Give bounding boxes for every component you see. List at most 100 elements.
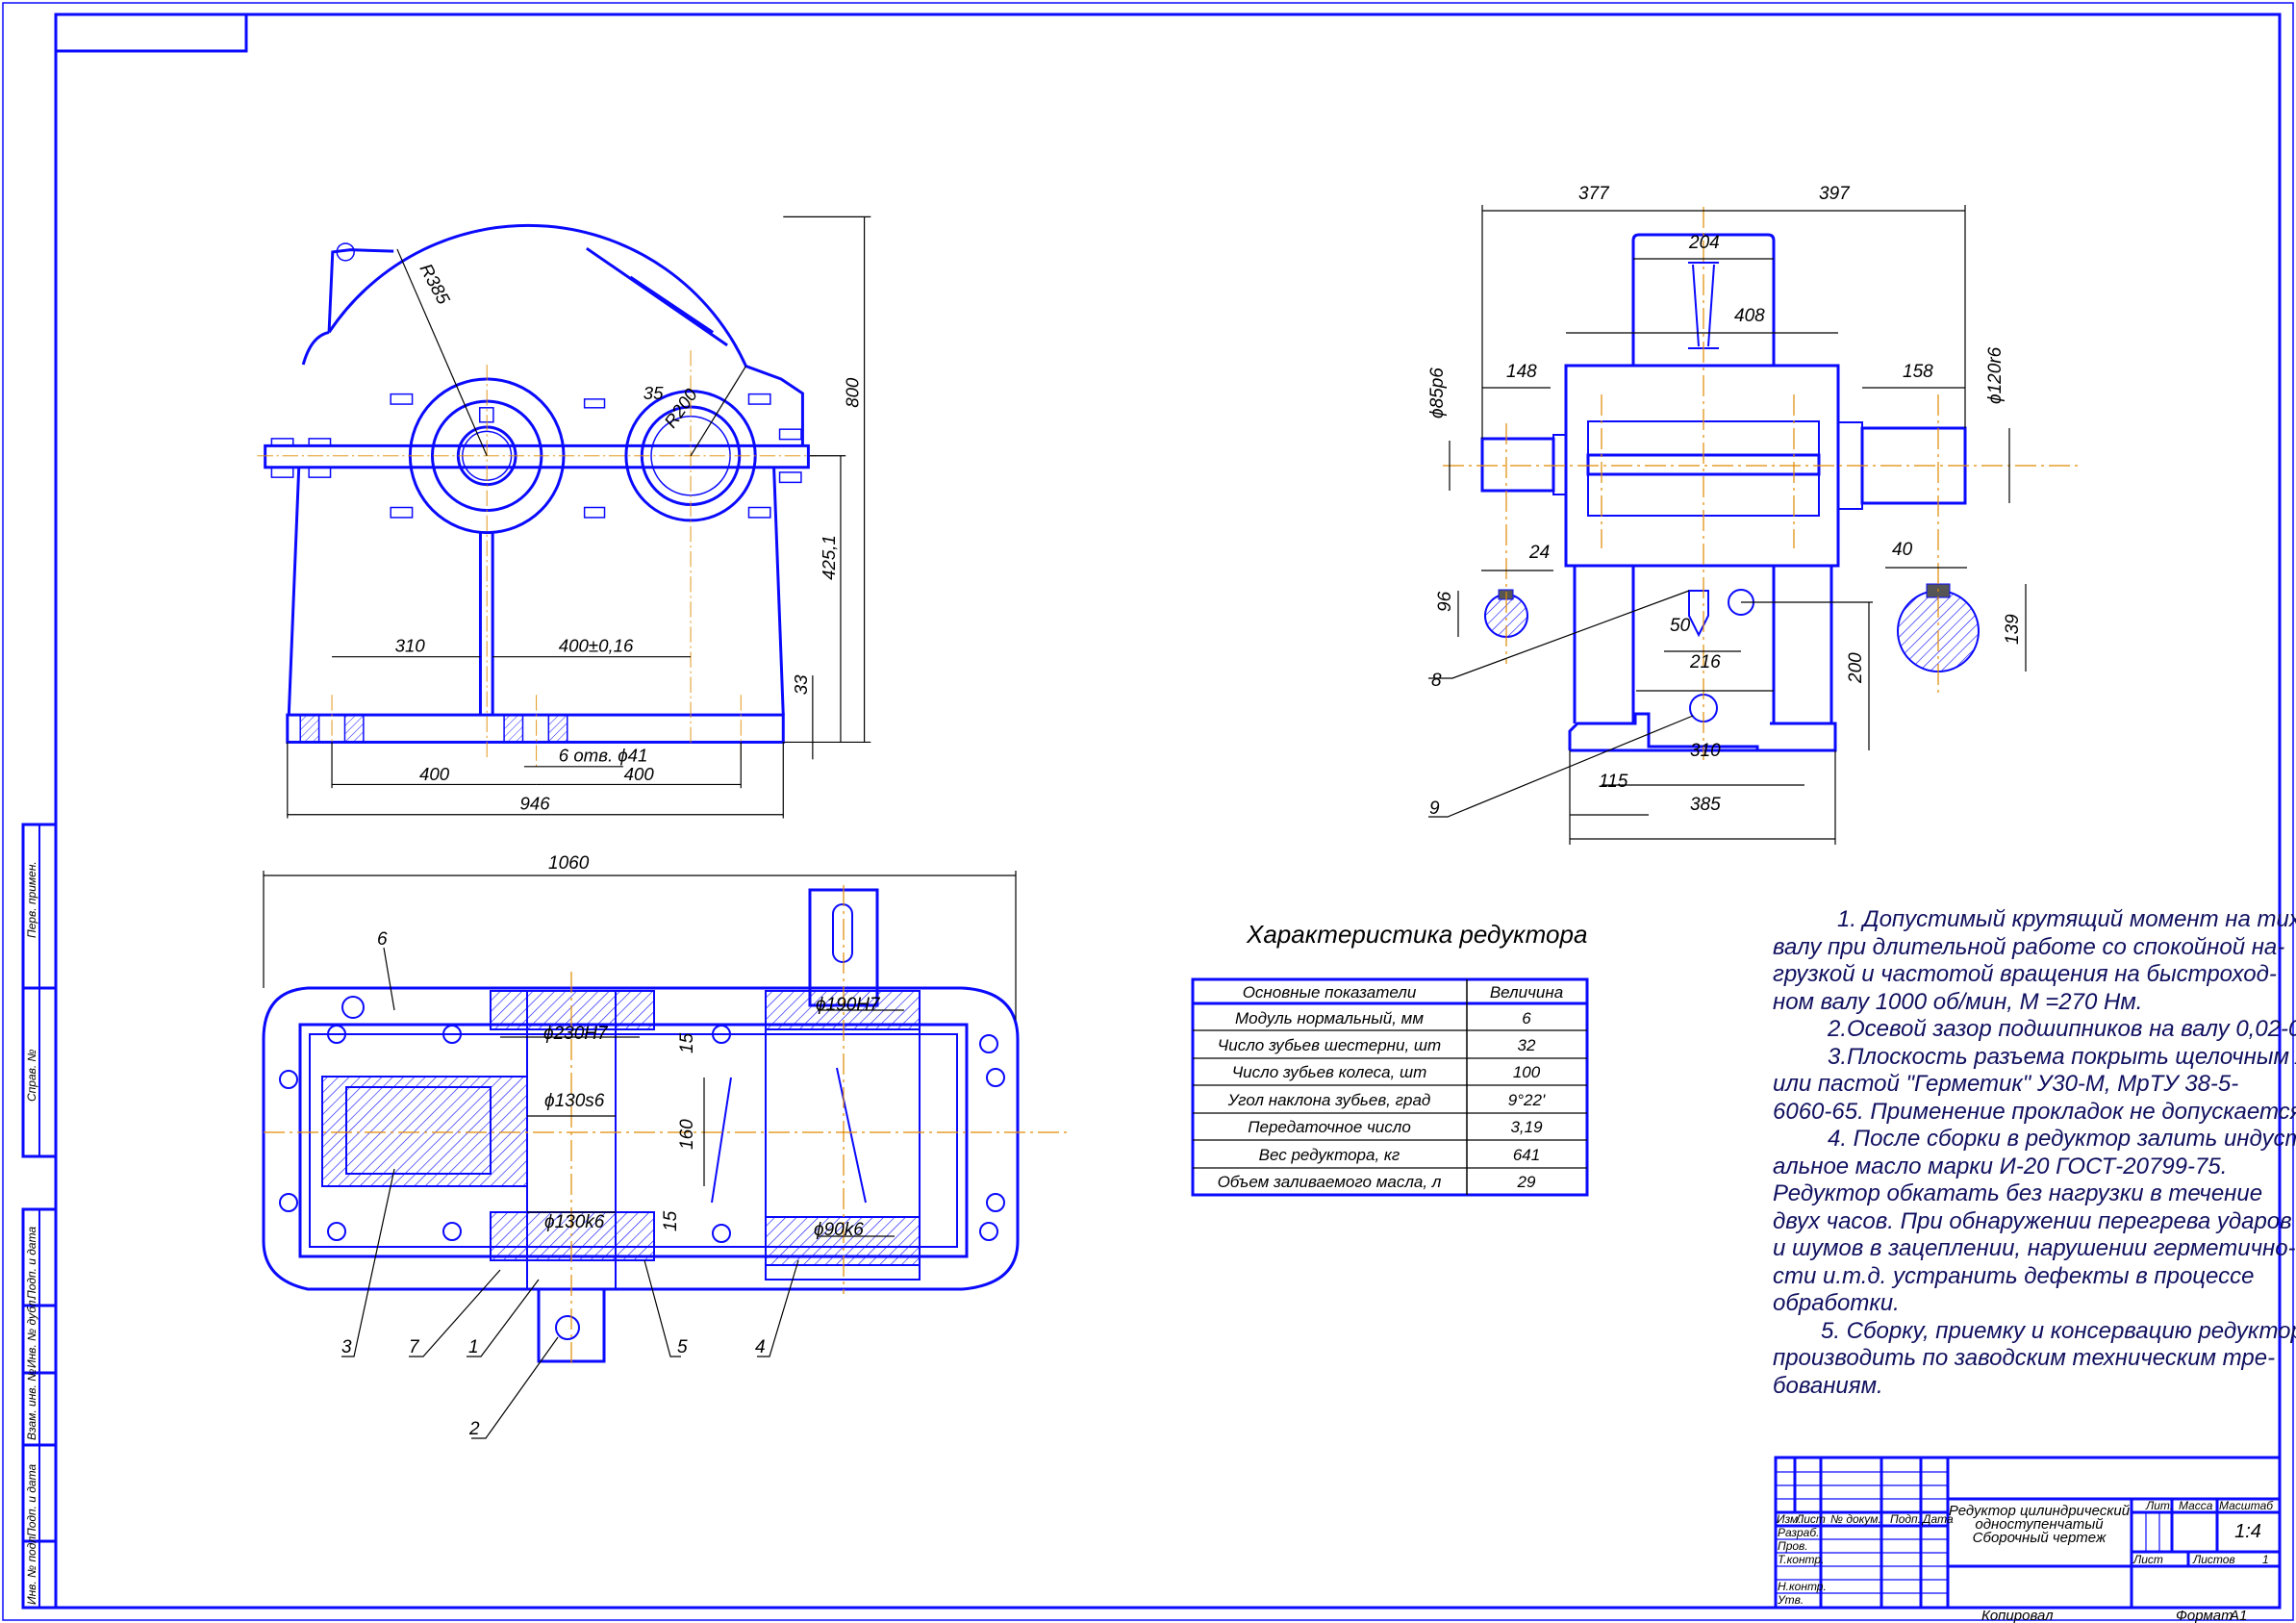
spec-table: Характеристика редуктора Основные показа… [1191, 920, 1589, 1197]
front-view: R385 R200 35 800 425,1 33 310 400±0,16 4… [257, 216, 871, 819]
note-line: 1. Допустимый крутящий момент на тихоход… [1837, 906, 2296, 932]
dim-label: 400±0,16 [559, 635, 634, 655]
table-cell: Объем заливаемого масла, л [1218, 1173, 1442, 1191]
dim-label: 33 [791, 674, 811, 695]
dimension-lines [1428, 205, 2027, 845]
note-line: обработки. [1773, 1290, 1900, 1316]
dim-label: ϕ85р6 [1427, 368, 1448, 418]
dim-label: ϕ130s6 [544, 1091, 605, 1111]
wheel-section [321, 1076, 528, 1187]
tb-copied: Копировал [1981, 1608, 2054, 1623]
note-line: производить по заводским техническим тре… [1773, 1345, 2275, 1371]
housing-outline [262, 986, 1020, 1291]
tb-sheet-label: Лист [2132, 1553, 2163, 1566]
dim-label: ϕ230H7 [543, 1024, 609, 1044]
bolts [270, 393, 802, 519]
note-line: 6060-65. Применение прокладок не допуска… [1773, 1099, 2296, 1125]
table-cell: Число зубьев колеса, шт [1232, 1063, 1427, 1081]
dim-label: 400 [624, 764, 655, 784]
tb-header: Изм. [1777, 1512, 1802, 1526]
base-plate [286, 713, 785, 744]
dim-label: 40 [1892, 540, 1913, 560]
table-cell: Число зубьев шестерни, шт [1218, 1036, 1441, 1054]
dim-label: 1060 [548, 853, 590, 874]
tb-sheets-count: 1 [2262, 1553, 2269, 1566]
dim-label: 24 [1528, 543, 1550, 563]
stamp-label: Перв. примен. [25, 861, 38, 938]
dimension-lines [263, 871, 1017, 1439]
table-cell: Вес редуктора, кг [1259, 1146, 1400, 1164]
dim-label: 148 [1506, 362, 1537, 382]
dim-label: 216 [1689, 652, 1721, 672]
leader-label: 8 [1431, 671, 1442, 691]
dim-label: ϕ190H7 [816, 995, 881, 1015]
inspection-cover [586, 246, 728, 347]
note-line: грузкой и частотой вращения на быстроход… [1773, 961, 2277, 987]
dim-label: 115 [1599, 772, 1628, 792]
note-line: 5. Сборку, приемку и консервацию редукто… [1821, 1318, 2296, 1344]
leader-label: 6 [377, 929, 388, 950]
dim-label: 946 [519, 794, 550, 814]
bearing-top-left [490, 990, 655, 1030]
note-line: ном валу 1000 об/мин, М =270 Нм. [1773, 989, 2142, 1015]
dim-label: ϕ130k6 [544, 1212, 605, 1232]
side-stamps: Перв. примен. Справ. № Подп. и дата Инв.… [21, 823, 58, 1610]
dim-label: 139 [2003, 614, 2023, 645]
tb-mass-label: Масса [2179, 1499, 2213, 1512]
table-header: Величина [1490, 983, 1563, 1002]
stamp-label: Взам. инв. № [25, 1369, 38, 1440]
spec-table-title: Характеристика редуктора [1246, 920, 1587, 949]
tb-name-line: одноступенчатый [1975, 1516, 2104, 1533]
tb-header: № докум. [1830, 1512, 1881, 1526]
note-line: или пастой "Герметик" У30-М, МрТУ 38-5- [1773, 1071, 2238, 1097]
dim-label: 397 [1819, 184, 1851, 204]
dim-label: 425,1 [819, 535, 839, 580]
stamp-label: Инв. № дубл. [25, 1297, 38, 1368]
leader-label: 4 [755, 1337, 766, 1357]
input-shaft-end [1480, 437, 1555, 493]
dim-label: 200 [1846, 652, 1866, 684]
table-cell: 32 [1518, 1036, 1536, 1054]
dim-label: 385 [1690, 795, 1721, 815]
dim-label: 800 [843, 377, 863, 408]
dim-label: 160 [677, 1119, 697, 1150]
bolt-holes [279, 996, 1005, 1340]
table-cell: 3,19 [1510, 1118, 1543, 1136]
tb-format-label: Формат [2176, 1608, 2233, 1623]
tb-format-value: A1 [2229, 1608, 2247, 1623]
dim-label: ϕ120r6 [1985, 346, 2006, 404]
leader-label: 2 [468, 1419, 480, 1439]
dim-label: 408 [1734, 306, 1765, 326]
tb-scale-label: Масштаб [2219, 1499, 2274, 1512]
stamp-label: Подп. и дата [25, 1227, 38, 1299]
tb-role: Разраб. [1778, 1526, 1819, 1539]
top-left-stamp-box [54, 13, 248, 53]
leader-label: 5 [677, 1337, 688, 1357]
note-line: валу при длительной работе со спокойной … [1773, 934, 2284, 960]
dim-label: 158 [1903, 362, 1933, 382]
note-line: бованиям. [1773, 1373, 1883, 1399]
tb-header: Лист [1795, 1512, 1826, 1526]
dim-label: 310 [395, 635, 426, 655]
note-line: сти и.т.д. устранить дефекты в процессе [1773, 1263, 2254, 1289]
dim-label: ϕ90k6 [814, 1220, 864, 1240]
leader-label: 7 [409, 1337, 420, 1357]
dim-label: 35 [643, 383, 664, 403]
note-line: Редуктор обкатать без нагрузки в течение [1773, 1180, 2262, 1206]
dim-label: 15 [677, 1032, 697, 1053]
stamp-label: Подп. и дата [25, 1464, 38, 1536]
note-line: двух часов. При обнаружении перегрева уд… [1773, 1208, 2292, 1234]
split-flange [264, 444, 810, 469]
tb-name-line: Сборочный чертеж [1973, 1530, 2107, 1546]
dim-label: 310 [1690, 741, 1721, 761]
tb-header: Дата [1921, 1512, 1954, 1526]
dim-label: R385 [416, 260, 455, 308]
table-cell: 9°22' [1508, 1091, 1546, 1109]
stamp-label: Инв. № подл. [25, 1534, 38, 1605]
tb-lit-label: Лит. [2145, 1499, 2173, 1512]
side-view: 377 397 204 408 148 158 ϕ85р6 ϕ120r6 24 … [1427, 184, 2078, 845]
table-cell: 29 [1517, 1173, 1536, 1191]
bearing-bottom-right [765, 1216, 921, 1266]
technical-requirements: 1. Допустимый крутящий момент на тихоход… [1773, 906, 2296, 1399]
table-cell: 100 [1513, 1063, 1541, 1081]
